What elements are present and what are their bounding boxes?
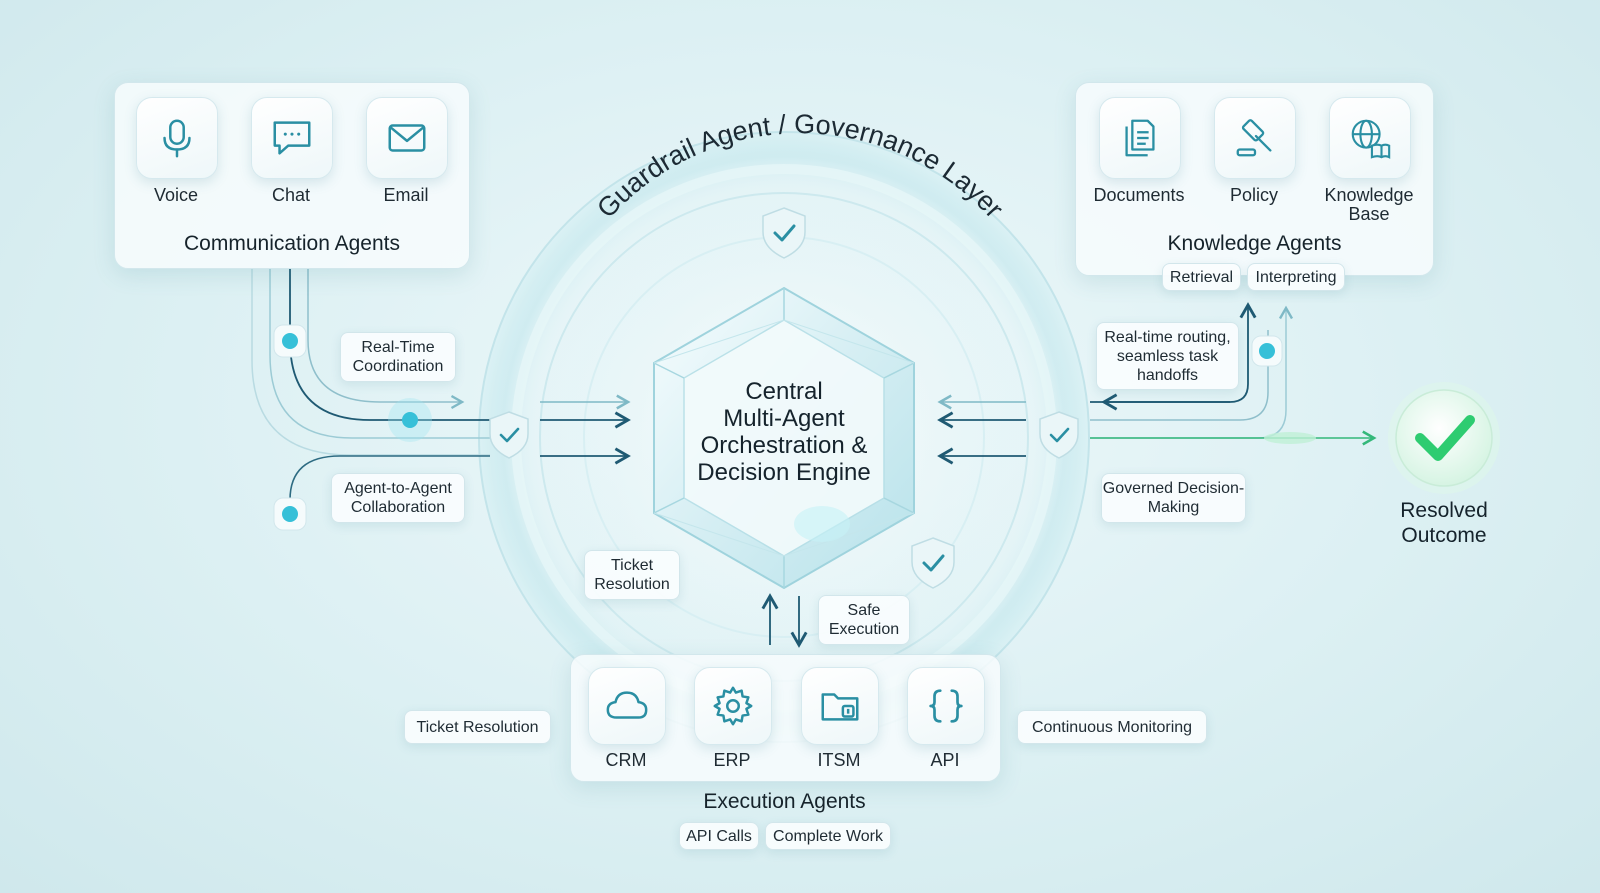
crm-tile[interactable] — [588, 667, 666, 745]
documents-tile[interactable] — [1099, 97, 1181, 179]
cloud-icon — [606, 691, 648, 719]
flow-pulse — [402, 412, 418, 428]
flow-line-comm-4 — [251, 268, 490, 456]
safe-execution-label: Safe Execution — [818, 595, 910, 645]
checkmark-icon — [1415, 415, 1475, 461]
chat-label: Chat — [271, 185, 311, 205]
routing-label: Real-time routing, seamless task handoff… — [1096, 322, 1239, 390]
node-dot-a2a-fill — [282, 506, 298, 522]
chat-bubble-icon — [273, 121, 311, 155]
communication-agents-title: Communication Agents — [184, 232, 400, 255]
resolved-outcome-badge — [1388, 382, 1500, 494]
central-engine-title: Central Multi-Agent Orchestration & Deci… — [684, 378, 884, 486]
core-line: Multi-Agent — [723, 405, 845, 432]
crm-label: CRM — [605, 750, 647, 770]
core-line: Decision Engine — [697, 459, 871, 486]
governed-decision-label: Governed Decision-Making — [1101, 473, 1246, 523]
knowledge-base-label: Knowledge Base — [1324, 185, 1414, 224]
communication-agents-panel: Voice Chat Email Communication Agents — [114, 82, 470, 269]
api-calls-tag: API Calls — [679, 822, 759, 850]
flow-line-comm-3 — [307, 268, 465, 410]
node-dot-comm-fill — [282, 333, 298, 349]
knowledge-base-tile[interactable] — [1329, 97, 1411, 179]
ticket-resolution-inner-label: Ticket Resolution — [584, 550, 680, 600]
knowledge-agents-panel: Documents Policy Knowledge Base Knowledg… — [1075, 82, 1434, 276]
core-line: Central — [745, 378, 823, 405]
shield-icon — [1039, 411, 1079, 459]
erp-tile[interactable] — [694, 667, 772, 745]
real-time-coordination-label: Real-Time Coordination — [340, 332, 456, 382]
microphone-icon — [163, 119, 191, 158]
shield-icon — [489, 411, 529, 459]
core-line: Orchestration & — [700, 432, 868, 459]
itsm-label: ITSM — [817, 750, 861, 770]
agent-to-agent-label: Agent-to-Agent Collaboration — [331, 473, 465, 523]
policy-tile[interactable] — [1214, 97, 1296, 179]
continuous-monitoring-label: Continuous Monitoring — [1017, 710, 1207, 744]
resolved-outcome-label: Resolved Outcome — [1400, 499, 1488, 547]
api-label: API — [930, 750, 960, 770]
central-engine-crystal — [653, 286, 915, 590]
email-tile[interactable] — [366, 97, 448, 179]
outcome-glow — [1264, 432, 1316, 444]
braces-icon — [929, 689, 963, 723]
erp-label: ERP — [713, 750, 751, 770]
documents-icon — [1125, 119, 1155, 157]
chat-tile[interactable] — [251, 97, 333, 179]
voice-tile[interactable] — [136, 97, 218, 179]
complete-work-tag: Complete Work — [765, 822, 891, 850]
gear-icon — [713, 686, 753, 726]
folder-icon — [821, 693, 859, 721]
envelope-icon — [388, 124, 426, 152]
globe-book-icon — [1351, 119, 1391, 159]
ticket-resolution-outer-label: Ticket Resolution — [404, 710, 551, 744]
shield-icon — [911, 537, 955, 589]
itsm-tile[interactable] — [801, 667, 879, 745]
shield-icon — [762, 207, 806, 259]
api-tile[interactable] — [907, 667, 985, 745]
policy-label: Policy — [1229, 185, 1278, 205]
flow-line-comm-1 — [269, 268, 490, 439]
gavel-icon — [1236, 119, 1272, 157]
node-dot-know-fill — [1259, 343, 1275, 359]
flow-line-a2a — [289, 455, 490, 512]
interpreting-tag: Interpreting — [1247, 263, 1345, 291]
email-label: Email — [383, 185, 429, 205]
execution-agents-panel: CRM ERP ITSM API — [570, 654, 1001, 782]
execution-agents-title: Execution Agents — [703, 790, 866, 813]
knowledge-agents-title: Knowledge Agents — [1167, 232, 1342, 255]
flow-line-know-2 — [1090, 330, 1269, 421]
retrieval-tag: Retrieval — [1162, 263, 1241, 291]
flow-line-know-1 — [1090, 302, 1257, 403]
documents-label: Documents — [1093, 185, 1185, 205]
voice-label: Voice — [153, 185, 199, 205]
